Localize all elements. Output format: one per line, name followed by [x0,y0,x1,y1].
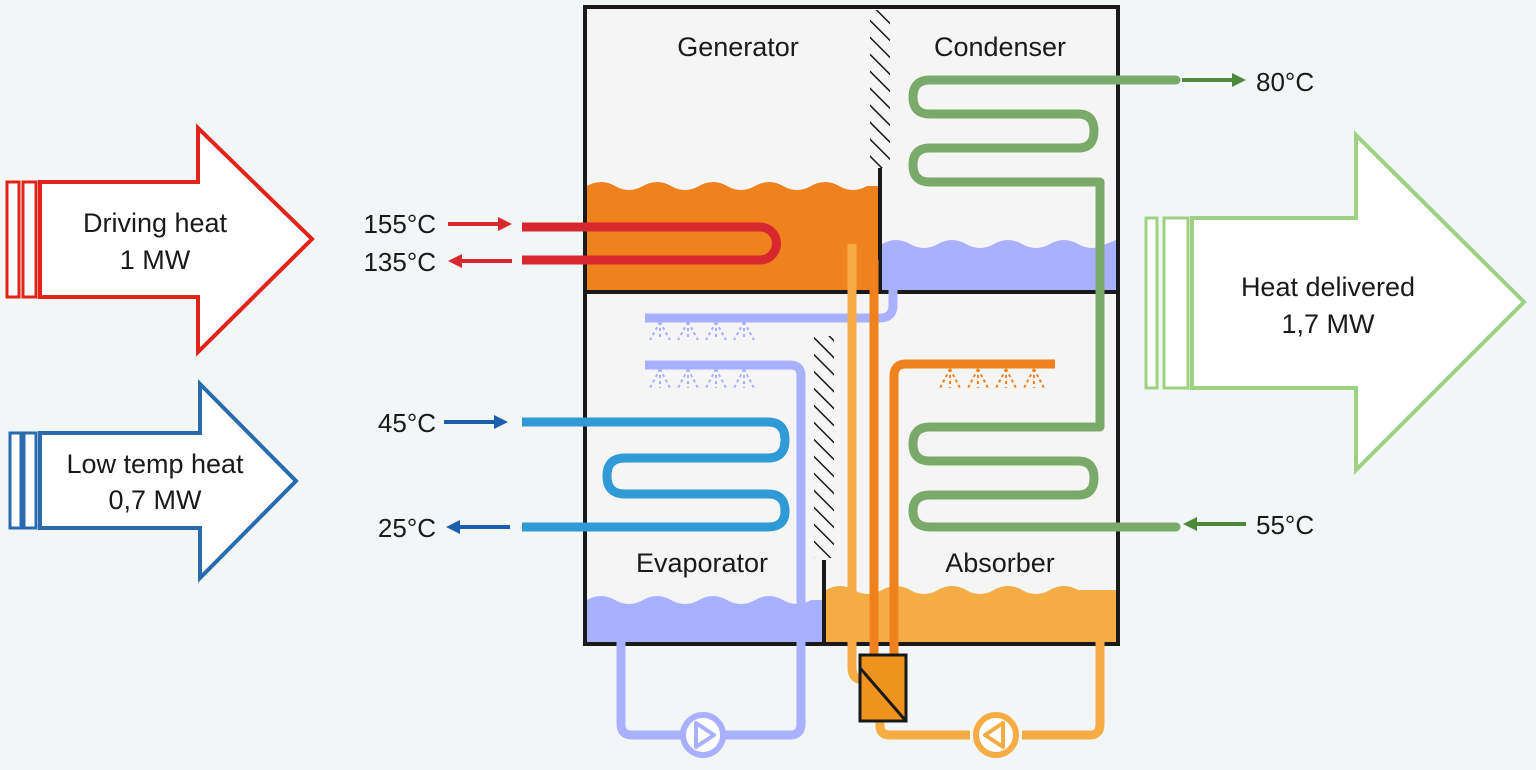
driving-heat-title: Driving heat [83,208,228,238]
low-temp-heat-arrow: Low temp heat 0,7 MW [8,379,299,583]
evaporator-label: Evaporator [636,548,768,578]
low-out-temp: 25°C [378,513,436,543]
driving-heat-value: 1 MW [120,245,191,275]
refrigerant-pump [680,712,726,758]
driving-heat-tube [522,222,781,265]
condenser-liquid [882,240,1116,290]
solution-pump [973,712,1019,758]
driving-out-arrow [448,254,512,268]
evaporator-liquid [587,596,822,642]
low-out-arrow [446,520,510,534]
heat-delivered-title: Heat delivered [1241,272,1415,302]
upper-baffle [870,10,890,168]
low-temp-coil [522,417,790,532]
lower-baffle [814,336,834,558]
heating-water-coil [908,75,1181,532]
delivered-out-temp: 80°C [1256,67,1314,97]
delivered-in-arrow [1183,517,1246,531]
heat-exchanger [858,653,908,723]
evaporator-spray-upper [649,321,755,341]
low-temp-heat-value: 0,7 MW [108,485,202,515]
low-in-arrow [444,415,508,429]
heat-delivered-value: 1,7 MW [1281,309,1375,339]
driving-out-temp: 135°C [363,247,436,277]
driving-heat-arrow: Driving heat 1 MW [5,123,315,357]
delivered-out-arrow [1182,73,1246,87]
absorber-label: Absorber [945,548,1055,578]
driving-in-temp: 155°C [363,209,436,239]
low-in-temp: 45°C [378,408,436,438]
low-temp-heat-title: Low temp heat [66,449,244,479]
condenser-label: Condenser [934,32,1066,62]
generator-label: Generator [677,32,799,62]
generator-liquid [587,182,880,292]
delivered-in-temp: 55°C [1256,510,1314,540]
heat-delivered-arrow: Heat delivered 1,7 MW [1144,130,1527,475]
driving-in-arrow [448,217,512,231]
refrigerant-pipes [616,270,898,740]
